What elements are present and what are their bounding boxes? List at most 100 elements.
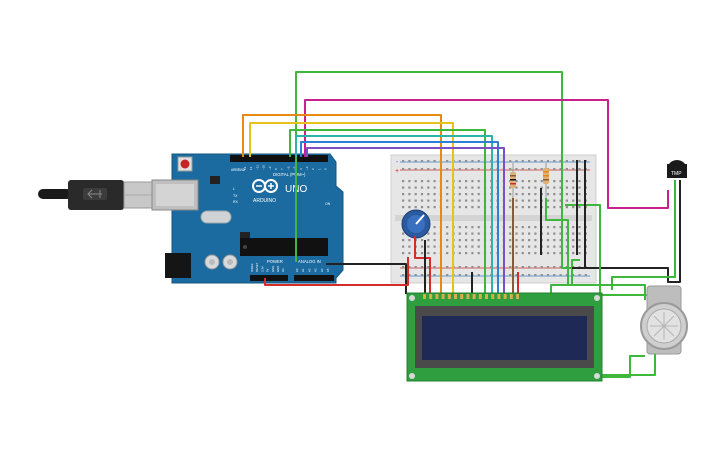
tmp-sensor-label: TMP xyxy=(671,171,682,177)
breadboard-hole xyxy=(402,245,405,248)
analog-pin-label: A3 xyxy=(314,268,318,272)
breadboard-hole xyxy=(528,160,531,163)
breadboard-hole xyxy=(509,160,512,163)
breadboard-hole xyxy=(477,160,480,163)
breadboard-hole xyxy=(471,206,474,209)
breadboard-hole xyxy=(477,186,480,189)
breadboard-hole xyxy=(565,274,568,277)
breadboard-hole xyxy=(515,245,518,248)
breadboard-hole xyxy=(408,168,411,171)
digital-pin-label: ~5 xyxy=(293,166,297,170)
breadboard-hole xyxy=(509,193,512,196)
breadboard-hole xyxy=(578,199,581,202)
breadboard-hole xyxy=(458,252,461,255)
breadboard-hole xyxy=(528,193,531,196)
tmp-temperature-sensor[interactable]: TMP xyxy=(667,160,687,178)
breadboard-hole xyxy=(420,245,424,248)
breadboard-hole xyxy=(515,206,518,209)
breadboard-hole xyxy=(408,252,411,255)
breadboard-hole xyxy=(408,274,411,277)
breadboard-hole xyxy=(559,274,562,277)
breadboard-hole xyxy=(578,168,581,171)
breadboard-hole xyxy=(565,199,568,202)
lcd-16x2-display[interactable] xyxy=(406,292,603,382)
breadboard-hole xyxy=(446,160,449,163)
analog-pin-label: A2 xyxy=(307,268,311,272)
breadboard-hole xyxy=(402,266,405,269)
arduino-uno-board[interactable]: ARDUINO UNO DIGITAL (PWM~) POWER ANALOG … xyxy=(151,153,344,284)
breadboard-hole xyxy=(427,245,430,248)
digital-pin-label: 8 xyxy=(274,168,278,170)
breadboard-hole xyxy=(528,239,531,242)
lcd-screen xyxy=(422,316,587,360)
breadboard-hole xyxy=(402,199,405,202)
breadboard-hole xyxy=(515,168,518,171)
breadboard-hole xyxy=(578,180,581,183)
breadboard-hole xyxy=(446,266,449,269)
breadboard-hole xyxy=(433,180,436,183)
breadboard-hole xyxy=(471,226,474,229)
gas-sensor[interactable] xyxy=(640,285,688,355)
breadboard-hole xyxy=(402,232,405,235)
aref-label: AREF xyxy=(231,168,240,172)
resistor-2[interactable] xyxy=(543,163,549,198)
arduino-logo-icon xyxy=(252,179,278,193)
breadboard-hole xyxy=(465,193,468,196)
lcd-pin xyxy=(466,294,470,299)
lcd-pin-header xyxy=(423,294,519,299)
breadboard-hole xyxy=(433,193,436,196)
breadboard-hole xyxy=(521,193,524,196)
breadboard-hole xyxy=(465,252,468,255)
breadboard-hole xyxy=(458,226,461,229)
breadboard-hole xyxy=(565,232,568,235)
analog-pin-label: A1 xyxy=(301,268,305,272)
lcd-pin xyxy=(516,294,519,299)
digital-pin-label: ~9 xyxy=(268,166,272,170)
resistor-1[interactable] xyxy=(510,163,516,198)
breadboard-hole xyxy=(521,199,524,202)
breadboard-hole xyxy=(534,232,537,235)
breadboard-hole xyxy=(553,274,556,277)
breadboard-hole xyxy=(402,160,405,163)
arduino-brand-label: ARDUINO xyxy=(253,198,276,204)
lcd-pin xyxy=(491,294,495,299)
lcd-pin xyxy=(447,294,451,299)
digital-pin-label: 0 xyxy=(324,168,328,170)
usb-cable[interactable] xyxy=(38,180,155,210)
breadboard-hole xyxy=(521,232,524,235)
breadboard-hole xyxy=(427,266,430,269)
breadboard-hole xyxy=(427,199,430,202)
breadboard-hole xyxy=(521,168,524,171)
breadboard-hole xyxy=(471,252,474,255)
breadboard-hole xyxy=(572,226,575,229)
wires[interactable] xyxy=(242,71,681,378)
digital-pins-label: DIGITAL (PWM~) xyxy=(273,172,306,177)
breadboard-hole xyxy=(578,232,581,235)
breadboard-hole xyxy=(465,199,468,202)
breadboard-hole xyxy=(515,199,518,202)
breadboard-hole xyxy=(420,160,424,163)
breadboard-hole xyxy=(458,232,461,235)
breadboard-hole xyxy=(509,245,512,248)
breadboard-hole xyxy=(471,266,474,269)
breadboard-hole xyxy=(420,199,424,202)
breadboard-hole xyxy=(553,252,556,255)
breadboard-hole xyxy=(420,168,424,171)
breadboard-hole xyxy=(578,239,581,242)
digital-pin-label: 2 xyxy=(311,168,315,170)
breadboard-hole xyxy=(477,193,480,196)
breadboard-hole xyxy=(420,274,424,277)
breadboard-hole xyxy=(465,232,468,235)
breadboard-hole xyxy=(565,252,568,255)
breadboard-hole xyxy=(521,245,524,248)
digital-pin-label: 1 xyxy=(317,168,321,170)
breadboard-hole xyxy=(578,160,581,163)
breadboard-hole xyxy=(565,226,568,229)
breadboard-hole xyxy=(540,180,543,183)
breadboard-hole xyxy=(515,266,518,269)
potentiometer[interactable] xyxy=(401,209,431,239)
breadboard-hole xyxy=(458,266,461,269)
breadboard-hole xyxy=(559,252,562,255)
